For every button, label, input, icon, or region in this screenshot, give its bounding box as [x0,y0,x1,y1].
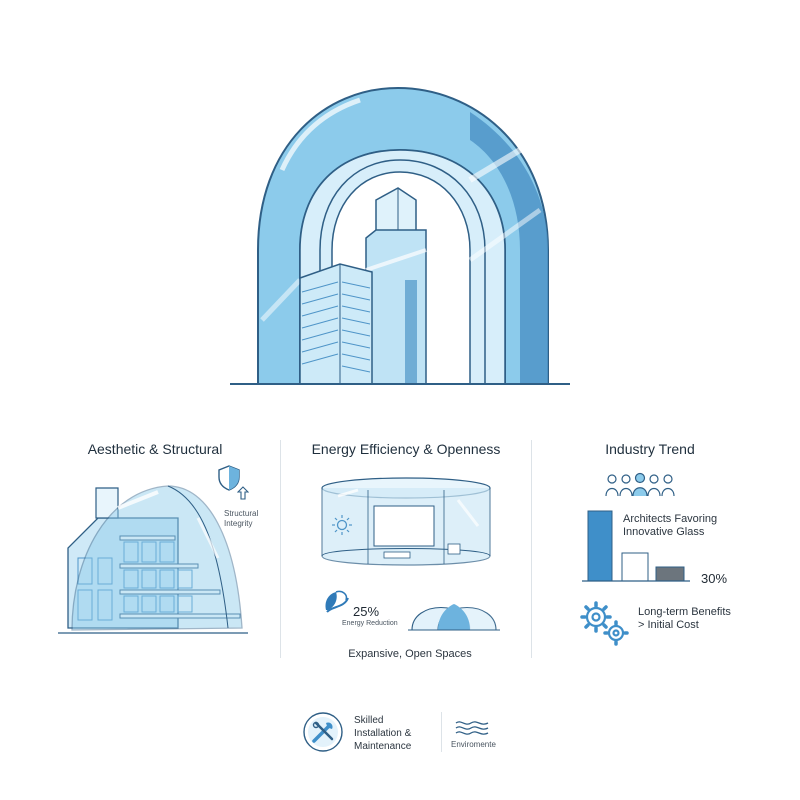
sun-icon [332,515,352,535]
architects-stat-label: Architects Favoring Innovative Glass [623,513,718,538]
glass-pavilion-illustration [321,477,491,566]
panel-title-energy: Energy Efficiency & Openness [311,441,501,457]
arch-highlight [279,97,361,172]
tools-icon [303,712,343,752]
hero-glass-arch-illustration [230,86,570,385]
arch-band-shadow [470,112,548,384]
panel-divider [531,440,532,658]
trend-bar [587,510,613,582]
people-icon [605,472,675,497]
gears-icon [580,601,629,646]
panel-divider [280,440,281,658]
skyscraper-tall [365,187,427,385]
shield-icon [218,465,240,491]
arch-highlight [468,207,542,263]
architects-stat-value: 30% [701,571,728,586]
energy-stat-label: Energy Reduction [342,620,398,627]
glass-dome-building-illustration [58,485,248,634]
arch-highlight [260,278,302,322]
installation-maintenance-label: Skilled Installation & Maintenance [354,715,412,752]
environment-label: Enviromente [451,740,496,749]
waves-icon [455,721,489,735]
structural-integrity-label: Structural Integrity [224,509,259,528]
trend-bar [621,552,649,582]
arch-inner-rim [319,159,486,384]
leaf-icon [325,590,349,613]
overlapping-domes-illustration [408,604,500,631]
arrow-up-icon [237,486,249,500]
trend-bar-chart [582,510,690,582]
trend-bar [655,566,685,582]
long-term-benefits-label: Long-term Benefits > Initial Cost [638,606,731,631]
footer-divider [441,712,442,752]
open-spaces-caption: Expansive, Open Spaces [348,648,472,660]
arch-highlight [468,147,522,183]
skyscraper-low [299,263,373,385]
energy-stat-value: 25% [353,604,380,619]
panel-title-industry: Industry Trend [605,441,695,457]
panel-title-aesthetic: Aesthetic & Structural [87,441,223,457]
